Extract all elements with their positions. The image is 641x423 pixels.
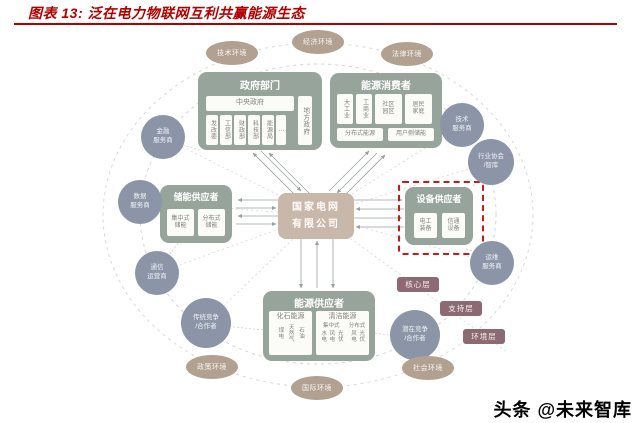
finance-service-circle: 金融 服务商	[141, 115, 185, 159]
tech-line1: 技术	[455, 116, 469, 124]
operation-line1: 运维	[485, 254, 499, 262]
fossil-energy-title: 化石能源	[276, 313, 305, 320]
consumer-industry: 大工业	[337, 94, 353, 124]
policy-environment-ellipse: 政策环境	[186, 355, 238, 379]
agency-ndrc: 发改委	[206, 115, 218, 145]
storage-distributed: 分布式 储能	[198, 209, 225, 236]
storage-centralized-line2: 储能	[174, 222, 187, 229]
clean-distributed-group: 分布式 风电 光伏	[349, 323, 366, 342]
storage-distributed-line1: 分布式	[202, 215, 221, 222]
international-environment-ellipse: 国际环境	[291, 376, 343, 400]
equipment-electrical-line1: 电工	[419, 218, 432, 225]
telecom-line1: 通信	[150, 264, 164, 272]
fossil-gas: 天然气	[287, 324, 294, 343]
central-government-cell: 中央政府	[206, 96, 294, 111]
potential-line2: /合作者	[404, 335, 426, 342]
consumer-user-storage: 用户侧储能	[388, 128, 434, 141]
clean-solar: 光伏	[336, 330, 343, 343]
clean-energy-title: 清洁能源	[328, 313, 357, 320]
data-line2: 服务商	[130, 202, 150, 209]
tech-environment-ellipse: 技术环境	[206, 41, 258, 65]
government-box: 政府部门 中央政府 发改委 工信部 财政部 科技部 能源局 … 地方政府	[198, 72, 322, 150]
title-underline	[14, 23, 617, 25]
tech-service-circle: 技术 服务商	[440, 103, 484, 147]
association-line2: /智库	[483, 162, 499, 169]
data-line1: 数据	[133, 193, 147, 201]
consumer-resident: 居民 家庭	[405, 94, 432, 124]
fossil-oil: 石油	[297, 327, 304, 340]
consumer-commerce: 工商业	[356, 94, 372, 124]
storage-distributed-line2: 储能	[205, 222, 218, 229]
watermark-toutiao: 头条 @未来智库	[493, 400, 632, 420]
figure-title: 图表 13: 泛在电力物联网互利共赢能源生态	[28, 5, 306, 21]
clean-energy-cell: 清洁能源 集中式 水电 风电 光伏 分布式 风电 光伏	[316, 311, 369, 355]
clean-centralized-title: 集中式	[322, 323, 340, 330]
agency-miit: 工信部	[220, 115, 232, 145]
legal-environment-ellipse: 法律环境	[381, 42, 433, 66]
consumer-community: 社区 园区	[375, 94, 402, 124]
government-title: 政府部门	[240, 81, 280, 92]
state-grid-center-box: 国家电网 有限公司	[278, 193, 354, 239]
energy-title: 能源供应者	[294, 299, 344, 310]
clean-distributed-items: 风电 光伏	[349, 330, 365, 343]
association-line1: 行业协会	[478, 153, 504, 161]
traditional-line2: /合作者	[195, 323, 217, 330]
operation-service-circle: 运维 服务商	[470, 241, 514, 285]
storage-title: 储能供应者	[173, 192, 219, 202]
operation-line2: 服务商	[482, 263, 502, 270]
consumer-resident-line2: 家庭	[412, 109, 425, 115]
equipment-suppliers-box: 设备供应者 电工 装备 信通 设备	[405, 187, 473, 245]
energy-suppliers-box: 能源供应者 化石能源 煤电 天然气 石油 清洁能源 集中式 水电 风电 光伏	[263, 291, 375, 361]
consumer-community-line2: 园区	[382, 109, 395, 115]
tech-line2: 服务商	[452, 125, 472, 132]
clean-centralized-items: 水电 风电 光伏	[320, 330, 343, 342]
clean-centralized-group: 集中式 水电 风电 光伏	[320, 323, 343, 342]
economic-environment-ellipse: 经济环境	[292, 30, 344, 54]
storage-suppliers-box: 储能供应者 集中式 储能 分布式 储能	[160, 185, 232, 243]
agency-most: 科技部	[248, 115, 260, 145]
industry-association-circle: 行业协会 /智库	[468, 139, 514, 185]
clean-distributed-title: 分布式	[348, 323, 366, 330]
equipment-ict: 信通 设备	[442, 213, 465, 238]
consumer-resident-line1: 居民	[412, 102, 425, 109]
clean-dist-wind: 风电	[349, 330, 356, 343]
equipment-ict-line1: 信通	[447, 218, 460, 225]
clean-dist-solar: 光伏	[358, 330, 365, 343]
clean-energy-groups: 集中式 水电 风电 光伏 分布式 风电 光伏	[320, 323, 365, 342]
agency-mof: 财政部	[234, 115, 246, 145]
data-service-circle: 数据 服务商	[118, 180, 162, 224]
agency-nea: 能源局	[262, 115, 274, 145]
consumers-title: 能源消费者	[361, 81, 411, 92]
equipment-ict-line2: 设备	[447, 225, 460, 232]
clean-hydro: 水电	[320, 330, 327, 343]
core-layer-label: 核心层	[397, 277, 439, 292]
equipment-electrical-line2: 装备	[419, 225, 432, 232]
finance-line2: 服务商	[153, 137, 173, 144]
local-government-cell: 地方政府	[298, 96, 312, 145]
environment-layer-label: 环境层	[463, 329, 505, 344]
finance-line1: 金融	[156, 128, 170, 136]
traditional-competitor-circle: 传统竞争 /合作者	[181, 298, 231, 348]
fossil-energy-cell: 化石能源 煤电 天然气 石油	[269, 311, 312, 355]
social-environment-ellipse: 社会环境	[402, 356, 454, 380]
state-grid-line1: 国家电网	[292, 202, 340, 213]
clean-wind: 风电	[328, 330, 335, 343]
potential-competitor-circle: 潜在竞争 /合作者	[390, 310, 440, 360]
potential-line1: 潜在竞争	[402, 326, 428, 334]
telecom-line2: 运营商	[147, 273, 167, 280]
fossil-energy-items: 煤电 天然气 石油	[277, 324, 304, 342]
fossil-coal: 煤电	[277, 327, 284, 340]
state-grid-line2: 有限公司	[292, 219, 340, 230]
storage-centralized-line1: 集中式	[171, 215, 190, 222]
telecom-operator-circle: 通信 运营商	[135, 251, 179, 295]
traditional-line1: 传统竞争	[193, 314, 219, 322]
agency-more: …	[276, 115, 286, 145]
support-layer-label: 支持层	[440, 301, 482, 316]
equipment-title: 设备供应者	[416, 194, 462, 204]
consumer-community-line1: 社区	[382, 102, 395, 109]
consumer-distributed-energy: 分布式能源	[337, 128, 383, 141]
energy-consumers-box: 能源消费者 大工业 工商业 社区 园区 居民 家庭 分布式能源 用户侧储能	[330, 73, 442, 148]
storage-centralized: 集中式 储能	[167, 209, 194, 236]
equipment-electrical: 电工 装备	[414, 213, 437, 238]
